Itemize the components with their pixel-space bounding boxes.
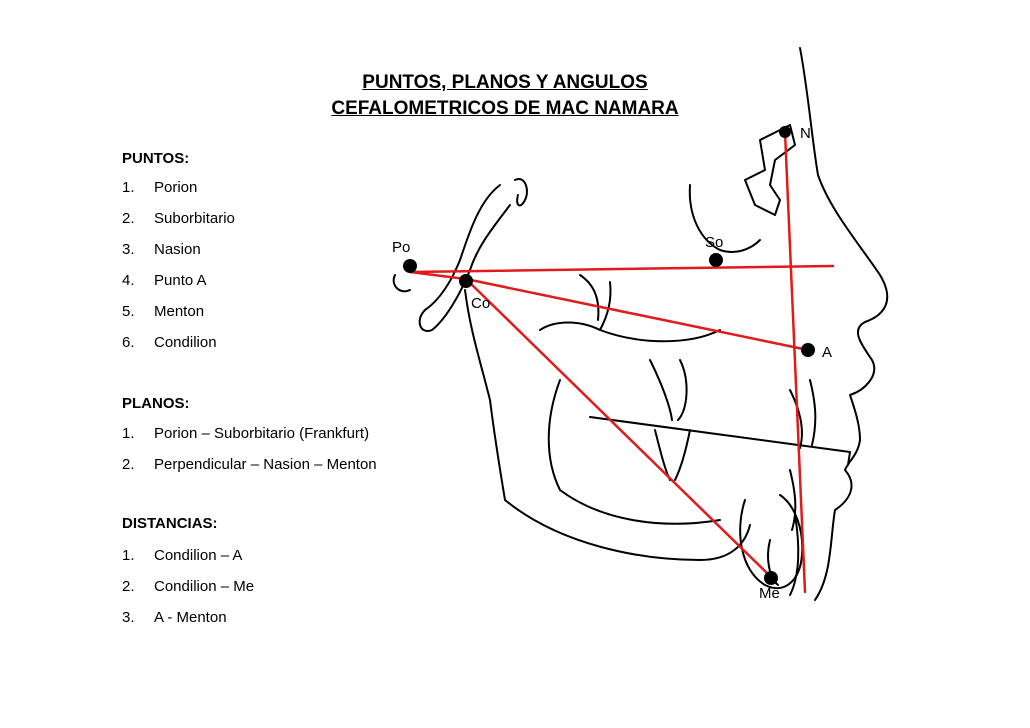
list-item: 2.Perpendicular – Nasion – Menton [122,456,377,473]
title-line-1: PUNTOS, PLANOS Y ANGULOS [362,72,648,93]
suborbitario-point [709,253,723,267]
label-a: A [822,344,832,361]
list-item: 3.A - Menton [122,609,227,626]
skull-outline [392,47,889,601]
label-co: Co [471,295,490,312]
planos-list: 1.Porion – Suborbitario (Frankfurt) 2.Pe… [122,424,377,486]
puntos-list: 1.Porion 2.Suborbitario 3.Nasion 4.Punto… [122,178,235,364]
label-po: Po [392,239,410,256]
list-item: 2.Suborbitario [122,210,235,227]
measurement-lines [408,130,835,594]
nasion-perpendicular-line [783,130,807,594]
list-item: 5.Menton [122,303,205,320]
nasion-point [779,126,791,138]
point-labels: N Po So Co A Me [392,125,832,602]
label-me: Me [759,585,780,602]
condilion-point [459,274,473,288]
condilion-me-line [464,277,773,579]
label-so: So [705,234,723,251]
landmark-points [403,126,815,585]
list-item: 1.Condilion – A [122,547,243,564]
page-title: PUNTOS, PLANOS Y ANGULOS CEFALOMETRICOS … [290,70,720,122]
porion-point [403,259,417,273]
list-item: 1.Porion – Suborbitario (Frankfurt) [122,425,370,442]
list-item: 6.Condilion [122,334,217,351]
punto-a-point [801,343,815,357]
planos-heading: PLANOS: [122,395,190,412]
title-line-2: CEFALOMETRICOS DE MAC NAMARA [331,98,679,119]
list-item: 3.Nasion [122,241,201,258]
list-item: 2.Condilion – Me [122,578,255,595]
puntos-heading: PUNTOS: [122,150,190,167]
label-n: N [800,125,811,142]
porion-condilion-line [408,270,468,281]
menton-point [764,571,778,585]
frankfurt-plane-line [408,264,835,274]
distancias-heading: DISTANCIAS: [122,515,218,532]
distancias-list: 1.Condilion – A 2.Condilion – Me 3.A - M… [122,546,254,639]
list-item: 4.Punto A [122,272,207,289]
list-item: 1.Porion [122,179,198,196]
condilion-a-line [464,277,810,352]
